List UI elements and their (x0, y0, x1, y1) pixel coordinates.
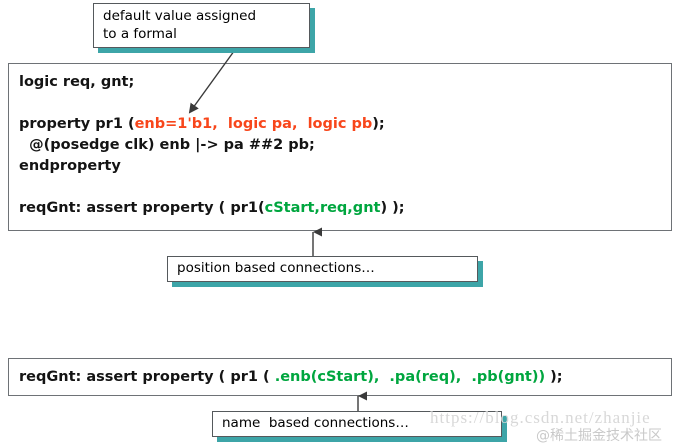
code-panel-top: logic req, gnt; property pr1 (enb=1'b1, … (8, 63, 672, 231)
watermark-handle: @稀土掘金技术社区 (536, 428, 662, 444)
code-token-orange: enb=1'b1, logic pa, logic pb (134, 116, 373, 132)
callout-position-based-text: position based connections… (177, 260, 375, 277)
code-line: endproperty (19, 158, 121, 174)
code-token-green: .enb(cStart), .pa(req), .pb(gnt)) (274, 369, 546, 385)
code-line-blank (19, 177, 671, 198)
callout-position-based[interactable]: position based connections… (167, 256, 478, 282)
code-line: property pr1 (enb=1'b1, logic pa, logic … (19, 116, 385, 132)
callout-default-value[interactable]: default value assigned to a formal (93, 3, 310, 48)
code-line-blank (19, 93, 671, 114)
code-line: logic req, gnt; (19, 74, 135, 90)
code-line: reqGnt: assert property ( pr1(cStart,req… (19, 200, 405, 216)
code-line: reqGnt: assert property ( pr1 ( .enb(cSt… (19, 369, 563, 385)
callout-default-value-text: default value assigned to a formal (103, 8, 257, 42)
code-line: @(posedge clk) enb |-> pa ##2 pb; (19, 137, 315, 153)
callout-name-based-text: name based connections… (222, 415, 409, 432)
code-panel-bottom: reqGnt: assert property ( pr1 ( .enb(cSt… (8, 358, 672, 396)
callout-name-based[interactable]: name based connections… (212, 411, 502, 437)
code-token-green: cStart,req,gnt (264, 200, 381, 216)
